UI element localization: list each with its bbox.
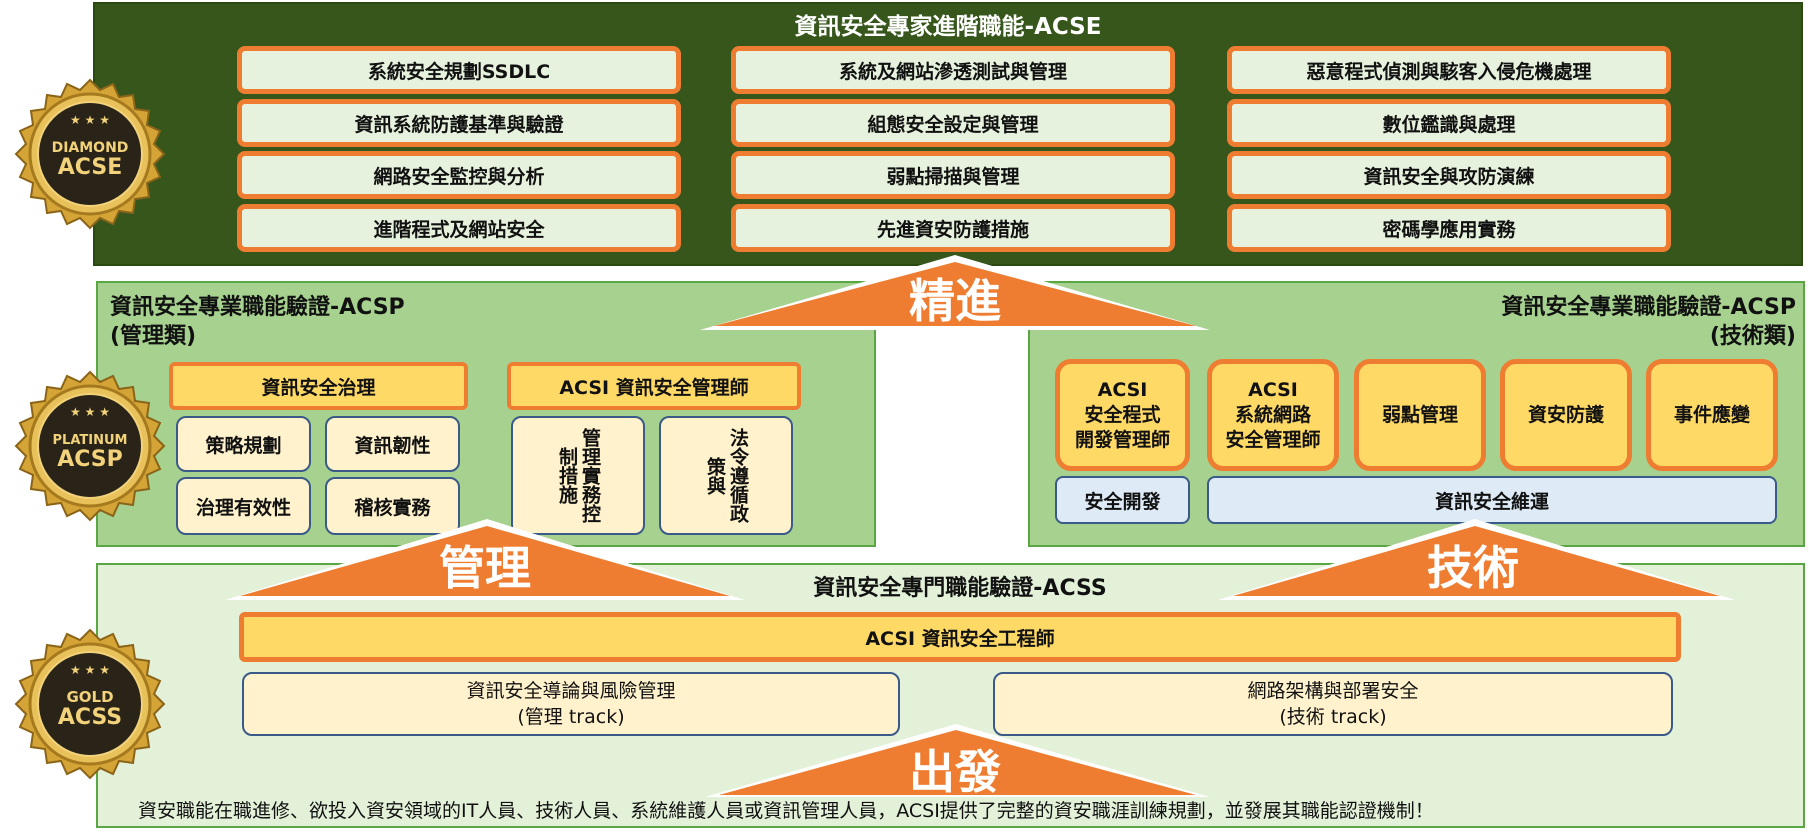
acss-title: 資訊安全專門職能驗證-ACSS	[813, 575, 1107, 601]
acse-course: 資訊安全與攻防演練	[1227, 151, 1671, 199]
manager-cert: ACSI 資訊安全管理師	[507, 362, 801, 410]
management-arrow	[240, 526, 730, 596]
svg-text:GOLD: GOLD	[66, 688, 113, 706]
diamond-medal-icon: ★ ★ ★ DIAMOND ACSE	[4, 68, 176, 240]
svg-text:PLATINUM: PLATINUM	[53, 433, 128, 448]
secure-dev-cert: ACSI 安全程式 開發管理師	[1055, 359, 1190, 471]
acse-title: 資訊安全專家進階職能-ACSE	[794, 14, 1102, 40]
acse-course: 先進資安防護措施	[731, 204, 1175, 252]
vulnerability-cert: 弱點管理	[1354, 359, 1486, 471]
track-management: 資訊安全導論與風險管理 (管理 track)	[242, 672, 900, 736]
incident-response-cert: 事件應變	[1646, 359, 1778, 471]
acse-course: 系統安全規劃SSDLC	[237, 46, 681, 94]
technology-label: 技術	[1427, 541, 1519, 595]
skill-governance-effectiveness: 治理有效性	[176, 477, 311, 535]
advance-arrow	[714, 262, 1196, 326]
svg-text:★ ★ ★: ★ ★ ★	[70, 663, 110, 677]
acse-course: 系統及網站滲透測試與管理	[731, 46, 1175, 94]
acse-course: 密碼學應用實務	[1227, 204, 1671, 252]
svg-text:ACSE: ACSE	[58, 155, 122, 180]
acsp-technical-title: 資訊安全專業職能驗證-ACSP (技術類)	[1501, 295, 1796, 349]
engineer-cert: ACSI 資訊安全工程師	[239, 612, 1681, 662]
acse-course: 資訊系統防護基準與驗證	[237, 99, 681, 147]
platinum-medal-icon: ★ ★ ★ PLATINUM ACSP	[4, 360, 176, 532]
acse-course: 數位鑑識與處理	[1227, 99, 1671, 147]
acsp-management-title: 資訊安全專業職能驗證-ACSP (管理類)	[110, 295, 405, 349]
svg-text:ACSP: ACSP	[57, 447, 123, 472]
gold-medal-icon: ★ ★ ★ GOLD ACSS	[4, 618, 176, 790]
svg-text:★ ★ ★: ★ ★ ★	[70, 405, 110, 419]
svg-text:★ ★ ★: ★ ★ ★	[70, 113, 110, 127]
svg-text:ACSS: ACSS	[58, 705, 122, 730]
protection-cert: 資安防護	[1500, 359, 1632, 471]
track-technical: 網路架構與部署安全 (技術 track)	[993, 672, 1673, 736]
acse-course: 弱點掃描與管理	[731, 151, 1175, 199]
acse-course: 進階程式及網站安全	[237, 204, 681, 252]
network-security-cert: ACSI 系統網路 安全管理師	[1207, 359, 1339, 471]
acse-course: 網路安全監控與分析	[237, 151, 681, 199]
start-arrow	[719, 730, 1196, 795]
start-label: 出發	[909, 745, 1001, 799]
management-label: 管理	[439, 541, 531, 595]
skill-management-controls: 管理實務控制措施	[511, 416, 645, 535]
skill-audit: 稽核實務	[325, 477, 460, 535]
skill-strategy: 策略規劃	[176, 416, 311, 472]
acse-course: 組態安全設定與管理	[731, 99, 1175, 147]
skill-compliance-policy: 法令遵循政策與	[659, 416, 793, 535]
acse-course: 惡意程式偵測與駭客入侵危機處理	[1227, 46, 1671, 94]
svg-text:DIAMOND: DIAMOND	[52, 140, 129, 156]
skill-resilience: 資訊韌性	[325, 416, 460, 472]
advance-label: 精進	[909, 274, 1001, 328]
security-ops-label: 資訊安全維運	[1207, 476, 1777, 524]
secure-dev-label: 安全開發	[1055, 476, 1190, 524]
footer-note: 資安職能在職進修、欲投入資安領域的IT人員、技術人員、系統維護人員或資訊管理人員…	[138, 800, 1434, 822]
technology-arrow	[1233, 526, 1720, 596]
governance-cert: 資訊安全治理	[169, 362, 468, 410]
